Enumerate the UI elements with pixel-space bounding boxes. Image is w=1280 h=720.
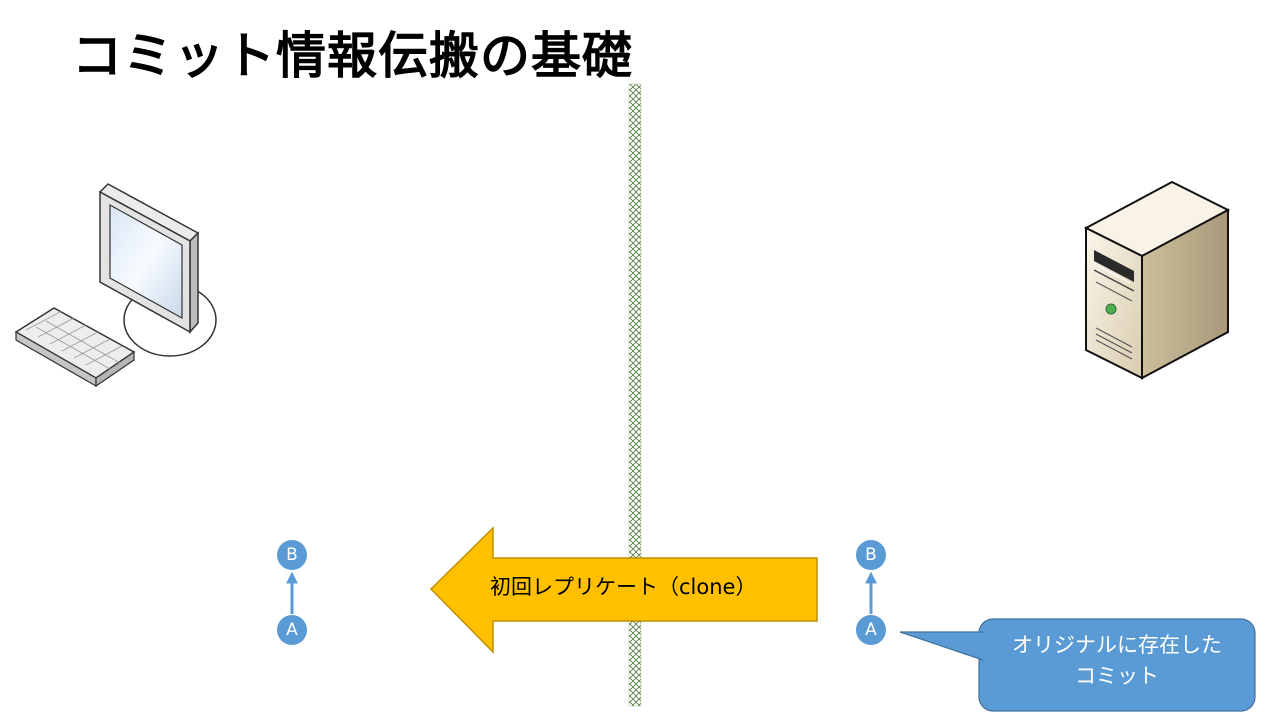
clone-transfer-arrow [429, 526, 818, 654]
callout-line-1: オリジナルに存在した [1012, 633, 1222, 657]
remote-commit-b: B [856, 540, 886, 570]
clone-arrow-label: 初回レプリケート（clone） [490, 575, 757, 599]
callout-line-2: コミット [1075, 664, 1159, 688]
network-boundary [628, 83, 642, 707]
desktop-computer-icon [14, 183, 217, 388]
local-commit-a: A [277, 615, 307, 645]
tower-server-icon [1083, 180, 1231, 380]
page-title: コミット情報伝搬の基礎 [72, 27, 633, 85]
local-commit-b: B [277, 540, 307, 570]
callout-bubble [899, 618, 1256, 712]
remote-commit-a: A [856, 615, 886, 645]
callout-text: オリジナルに存在した コミット [980, 630, 1254, 692]
